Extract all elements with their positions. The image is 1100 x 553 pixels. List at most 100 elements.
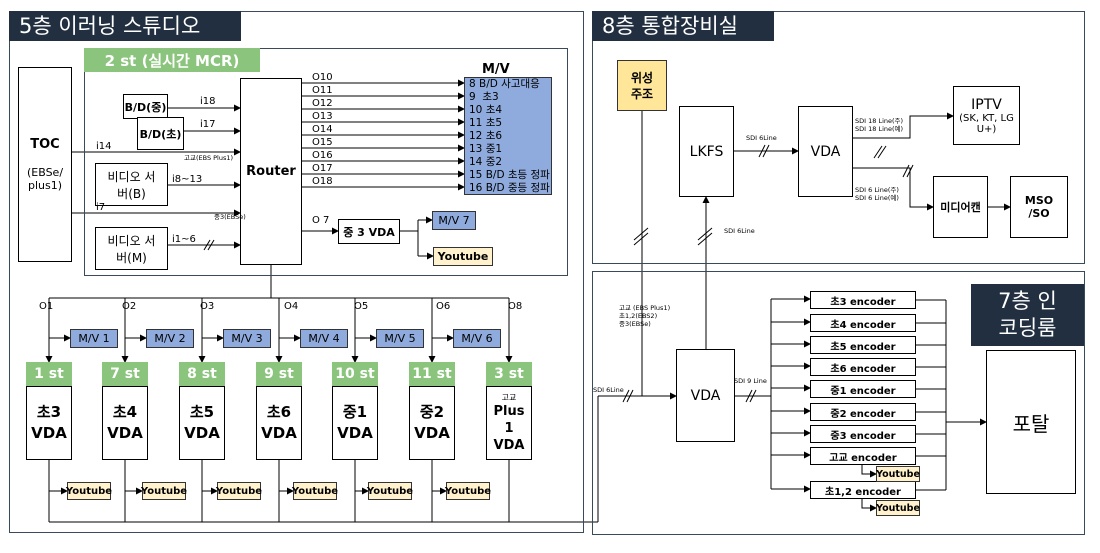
vda-box: 중2 VDA bbox=[409, 386, 455, 460]
toc-sub: (EBSe/ plus1) bbox=[26, 166, 64, 192]
vda-box: 중1 VDA bbox=[332, 386, 378, 460]
output-label: O17 bbox=[312, 163, 333, 174]
feed-label: 중3(EBSe) bbox=[619, 320, 651, 328]
encoder-box: 중3 encoder bbox=[810, 425, 916, 443]
mv7-box: M/V 7 bbox=[432, 211, 476, 230]
mv-box: M/V 4 bbox=[300, 329, 348, 348]
studio-vda: 3 st 고교 Plus 1 VDA bbox=[486, 362, 532, 460]
channel-label: 초4 bbox=[112, 403, 138, 421]
vda-label: VDA bbox=[184, 424, 220, 442]
output-label: O6 bbox=[436, 301, 451, 312]
studio-vda: 11 st 중2 VDA bbox=[409, 362, 455, 460]
input-label: i18 bbox=[200, 96, 216, 107]
sdi-label: SDI 6 Line(예) bbox=[855, 194, 899, 202]
vda-box: 고교 Plus 1 VDA bbox=[486, 386, 532, 460]
mv-box: M/V 5 bbox=[376, 329, 424, 348]
floor7-title: 7층 인코딩룸 bbox=[971, 284, 1084, 346]
mcr-panel bbox=[84, 48, 568, 276]
input-label: i1~6 bbox=[172, 234, 196, 245]
youtube-box: Youtube bbox=[433, 247, 493, 266]
input-label: i8~13 bbox=[172, 174, 203, 185]
youtube-box: Youtube bbox=[292, 482, 338, 500]
vda-box: 초6 VDA bbox=[256, 386, 302, 460]
output-label: O16 bbox=[312, 150, 333, 161]
studio-vda: 1 st 초3 VDA bbox=[26, 362, 72, 460]
vda-8f-box: VDA bbox=[798, 106, 853, 197]
studio-label: 11 st bbox=[409, 362, 455, 386]
mv-row: 15 B/D 초등 정파 bbox=[469, 169, 550, 181]
sdi-label: SDI 6Line bbox=[593, 386, 624, 394]
output-label: O4 bbox=[284, 301, 299, 312]
mv-row: 9 초3 bbox=[469, 91, 499, 103]
studio-vda: 8 st 초5 VDA bbox=[179, 362, 225, 460]
studio-label: 10 st bbox=[332, 362, 378, 386]
router-box: Router bbox=[240, 78, 302, 265]
mv-title: M/V bbox=[482, 62, 510, 77]
encoder-box: 중2 encoder bbox=[810, 403, 916, 421]
satellite-box: 위성 주조 bbox=[617, 60, 667, 111]
mv-row: 16 B/D 중등 정파 bbox=[469, 182, 550, 194]
floor7-panel bbox=[592, 271, 1085, 535]
mv-row: 11 초5 bbox=[469, 117, 503, 129]
vda-label: VDA bbox=[261, 424, 297, 442]
input-label: 고교(EBS Plus1) bbox=[184, 154, 234, 162]
encoder-box: 고교 encoder bbox=[810, 447, 916, 465]
mcr-title: 2 st (실시간 MCR) bbox=[84, 48, 260, 72]
vda-label: VDA bbox=[31, 424, 67, 442]
mso-box: MSO /SO bbox=[1010, 176, 1068, 238]
channel-label: Plus 1 bbox=[493, 403, 525, 436]
output-label: O 7 bbox=[312, 215, 330, 226]
floor5-title: 5층 이러닝 스튜디오 bbox=[9, 11, 241, 41]
youtube-box: Youtube bbox=[66, 482, 112, 500]
lkfs-box: LKFS bbox=[679, 106, 734, 197]
input-label: i7 bbox=[96, 202, 106, 213]
channel-label: 중1 bbox=[342, 403, 368, 421]
studio-label: 1 st bbox=[26, 362, 72, 386]
mv-box: M/V 2 bbox=[146, 329, 194, 348]
output-label: O14 bbox=[312, 124, 333, 135]
encoder-box: 초6 encoder bbox=[810, 358, 916, 376]
video-server-m: 비디오 서버(M) bbox=[95, 227, 168, 270]
bd-mid-box: B/D(중) bbox=[123, 94, 168, 119]
toc-title: TOC bbox=[30, 137, 60, 152]
output-label: O18 bbox=[312, 176, 333, 187]
channel-label: 초5 bbox=[189, 403, 215, 421]
output-label: O11 bbox=[312, 85, 333, 96]
encoder-box: 초1,2 encoder bbox=[810, 481, 916, 499]
channel-label: 초3 bbox=[36, 403, 62, 421]
output-label: O13 bbox=[312, 111, 333, 122]
vda-box: 초4 VDA bbox=[102, 386, 148, 460]
studio-label: 8 st bbox=[179, 362, 225, 386]
sdi-label: SDI 6Line bbox=[746, 134, 777, 142]
output-label: O5 bbox=[354, 301, 369, 312]
sdi-label: SDI 18 Line(주) bbox=[855, 117, 904, 125]
youtube-box: Youtube bbox=[216, 482, 262, 500]
floor5-panel bbox=[9, 11, 584, 533]
output-label: O8 bbox=[508, 301, 523, 312]
vda-7f-box: VDA bbox=[676, 349, 735, 442]
studio-vda: 10 st 중1 VDA bbox=[332, 362, 378, 460]
media-box: 미디어캔 bbox=[933, 176, 988, 238]
vda-box: 초5 VDA bbox=[179, 386, 225, 460]
youtube-box: Youtube bbox=[141, 482, 187, 500]
youtube-box: Youtube bbox=[876, 466, 920, 482]
iptv-title: IPTV bbox=[971, 96, 1002, 113]
input-label: 중3(EBSe) bbox=[214, 213, 246, 221]
mid3-vda-box: 중 3 VDA bbox=[338, 219, 400, 244]
portal-box: 포탈 bbox=[986, 350, 1076, 494]
mv-row: 10 초4 bbox=[469, 104, 503, 116]
floor8-panel bbox=[592, 11, 1085, 264]
vda-label: VDA bbox=[107, 424, 143, 442]
studio-label: 7 st bbox=[102, 362, 148, 386]
mv-row: 13 중1 bbox=[469, 143, 503, 155]
vda-box: 초3 VDA bbox=[26, 386, 72, 460]
sdi-label: SDI 9 Line bbox=[734, 377, 767, 385]
mv-row: 14 중2 bbox=[469, 156, 503, 168]
input-label: i17 bbox=[200, 119, 216, 130]
output-label: O2 bbox=[122, 301, 137, 312]
output-label: O15 bbox=[312, 137, 333, 148]
output-label: O10 bbox=[312, 72, 333, 83]
iptv-box: IPTV (SK, KT, LG U+) bbox=[953, 86, 1020, 145]
encoder-box: 초5 encoder bbox=[810, 336, 916, 354]
feed-label: 초1,2(EBS2) bbox=[619, 312, 658, 320]
